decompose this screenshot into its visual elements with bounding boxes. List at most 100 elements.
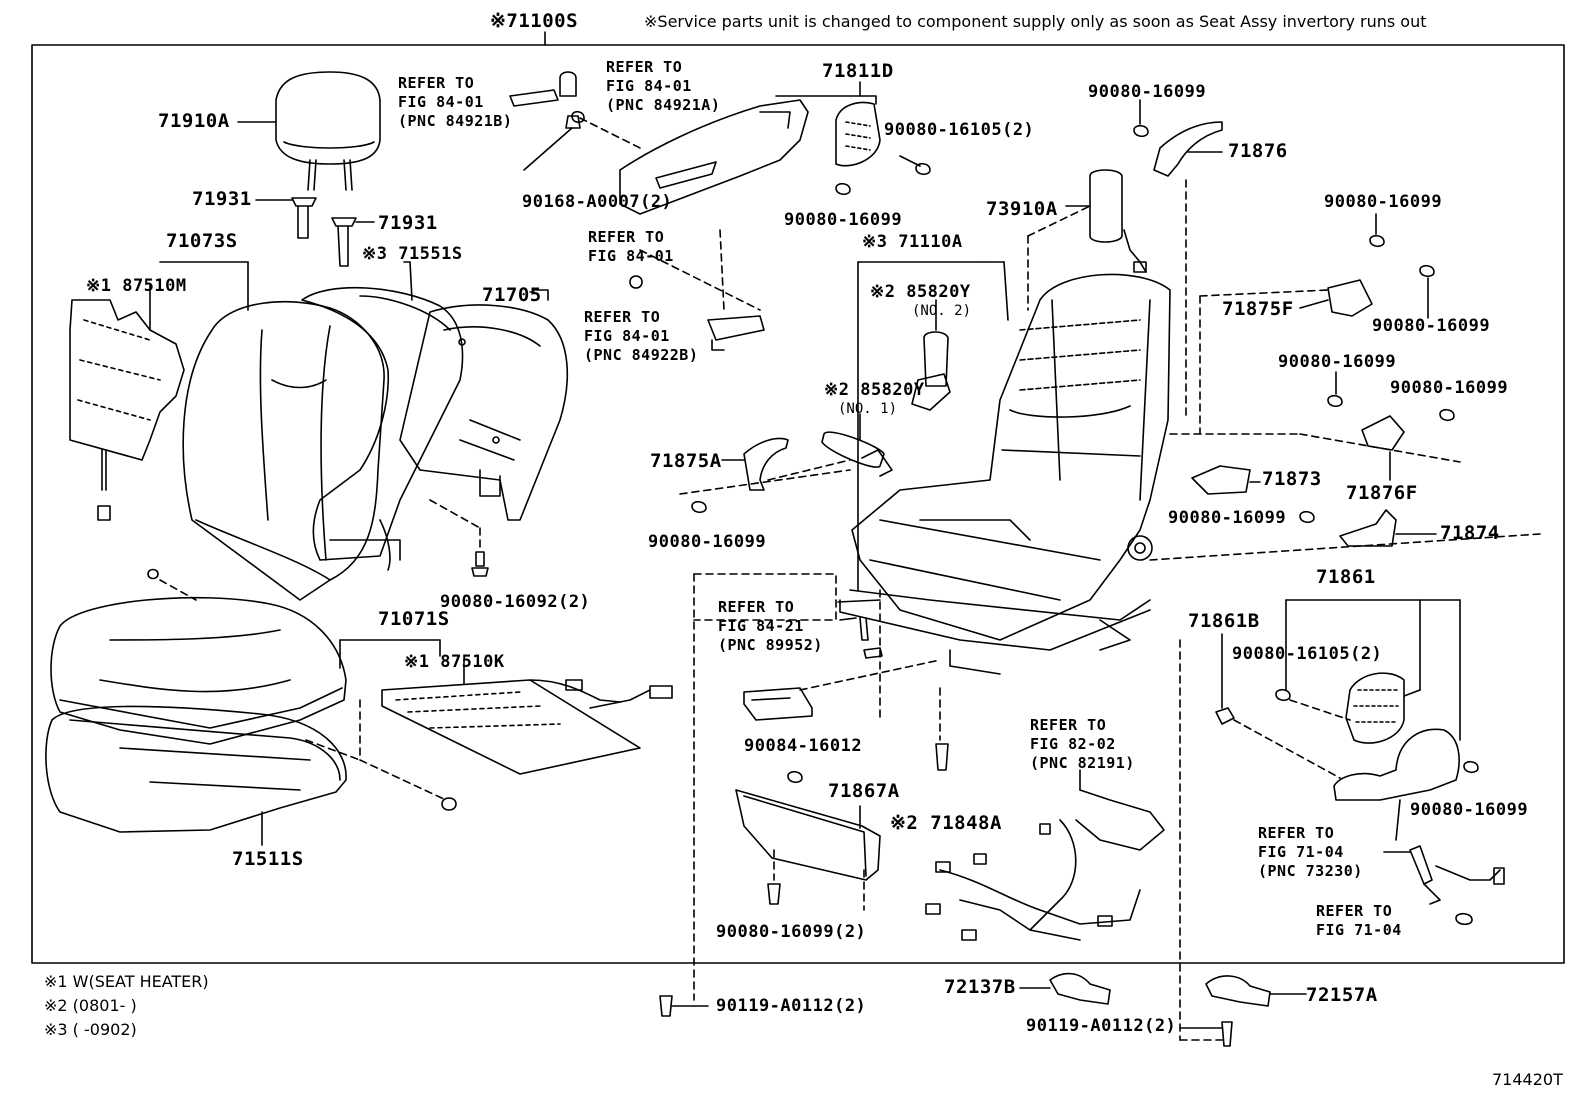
part-71073S[interactable]: 71073S: [166, 230, 238, 252]
back-board-drawing: [399, 289, 569, 521]
wire-harness-drawing: [925, 769, 1165, 941]
refer-fig-71-04[interactable]: REFER TO FIG 71-04: [1316, 902, 1402, 939]
part-90080-16099-j[interactable]: 90080-16099(2): [716, 922, 867, 942]
part-90080-16099-a[interactable]: 90080-16099: [784, 210, 903, 230]
bracket-71875A-drawing: [721, 437, 789, 491]
part-71873[interactable]: 71873: [1262, 468, 1322, 490]
footnote-2: ※2 (0801- ): [44, 996, 137, 1015]
part-71910A[interactable]: 71910A: [158, 110, 230, 132]
figure-code: 714420T: [1492, 1070, 1563, 1089]
side-airbag-drawing: [1065, 169, 1147, 273]
part-90119-A0112-a[interactable]: 90119-A0112(2): [716, 996, 867, 1016]
part-90080-16099-f[interactable]: 90080-16099: [1390, 378, 1509, 398]
bracket-71874-drawing: [1299, 509, 1437, 547]
motor-no1-label: (NO. 1): [838, 401, 898, 417]
part-72157A[interactable]: 72157A: [1306, 984, 1378, 1006]
clip-icon: [147, 568, 159, 580]
refer-fig-82-02-82191[interactable]: REFER TO FIG 82-02 (PNC 82191): [1030, 716, 1135, 772]
part-87510M[interactable]: ※1 87510M: [86, 276, 187, 296]
motor-no1-drawing: [821, 413, 893, 477]
screw-90080-16092: [471, 551, 489, 577]
bolt-icon: [1221, 1021, 1233, 1047]
part-87510K[interactable]: ※1 87510K: [404, 652, 505, 672]
seat-heater-back-drawing: [69, 284, 185, 521]
part-71874[interactable]: 71874: [1440, 522, 1500, 544]
part-90080-16099-b[interactable]: 90080-16099: [1088, 82, 1207, 102]
part-71811D[interactable]: 71811D: [822, 60, 894, 82]
bolt-icon: [935, 743, 949, 771]
part-90080-16099-g[interactable]: 90080-16099: [648, 532, 767, 552]
bracket-72137B-drawing: [1019, 972, 1111, 1005]
part-90168-A0007[interactable]: 90168-A0007(2): [522, 192, 673, 212]
part-85820Y-no2[interactable]: ※2 85820Y: [870, 282, 971, 302]
part-71110A[interactable]: ※3 71110A: [862, 232, 963, 252]
seatbelt-buckle-drawing: [1383, 799, 1505, 905]
part-71861B[interactable]: 71861B: [1188, 610, 1260, 632]
part-90080-16092[interactable]: 90080-16092(2): [440, 592, 591, 612]
part-90119-A0112-b[interactable]: 90119-A0112(2): [1026, 1016, 1177, 1036]
part-90080-16099-i[interactable]: 90080-16099: [1410, 800, 1529, 820]
clip-icon: [441, 797, 457, 811]
part-71876[interactable]: 71876: [1228, 140, 1288, 162]
screw-icon: [835, 182, 851, 196]
part-85820Y-no1[interactable]: ※2 85820Y: [824, 380, 925, 400]
part-71875F[interactable]: 71875F: [1222, 298, 1294, 320]
part-71875A[interactable]: 71875A: [650, 450, 722, 472]
part-90080-16099-e[interactable]: 90080-16099: [1278, 352, 1397, 372]
screw-icon: [915, 162, 931, 176]
bracket-72157A-drawing: [1205, 975, 1307, 1007]
ecu-drawing: [743, 687, 813, 721]
refer-fig-84-01[interactable]: REFER TO FIG 84-01: [588, 228, 674, 265]
footnote-1: ※1 W(SEAT HEATER): [44, 972, 209, 991]
part-71071S[interactable]: 71071S: [378, 608, 450, 630]
hinge-cover-drawing: [1133, 99, 1223, 177]
screw-icon: [571, 110, 585, 124]
assembly-part-number: ※71100S: [490, 10, 579, 32]
assembly-frame: [31, 44, 1565, 964]
part-90080-16099-c[interactable]: 90080-16099: [1324, 192, 1443, 212]
refer-fig-84-01-84921B[interactable]: REFER TO FIG 84-01 (PNC 84921B): [398, 74, 513, 130]
clip-icon: [629, 275, 643, 289]
lower-cover-drawing: [735, 770, 881, 881]
screw-icon: [691, 500, 707, 514]
screw-icon: [1275, 688, 1291, 702]
part-71876F[interactable]: 71876F: [1346, 482, 1418, 504]
bracket-71876F-drawing: [1327, 371, 1455, 481]
seat-cushion-pad-drawing: [45, 705, 347, 846]
part-72137B[interactable]: 72137B: [944, 976, 1016, 998]
part-71931-b[interactable]: 71931: [378, 212, 438, 234]
headrest-support-drawing: [255, 197, 375, 267]
refer-fig-84-01-84922B[interactable]: REFER TO FIG 84-01 (PNC 84922B): [584, 308, 699, 364]
seat-heater-cushion-drawing: [381, 659, 673, 775]
refer-fig-84-21-89952[interactable]: REFER TO FIG 84-21 (PNC 89952): [718, 598, 823, 654]
part-90080-16105-b[interactable]: 90080-16105(2): [1232, 644, 1383, 664]
seat-frame-drawing: [839, 261, 1171, 675]
part-71861[interactable]: 71861: [1316, 566, 1376, 588]
part-71511S[interactable]: 71511S: [232, 848, 304, 870]
screw-icon: [1455, 912, 1473, 926]
refer-fig-71-04-73230[interactable]: REFER TO FIG 71-04 (PNC 73230): [1258, 824, 1363, 880]
side-shield-drawing: [619, 81, 881, 215]
part-90080-16105-a[interactable]: 90080-16105(2): [884, 120, 1035, 140]
motor-no2-drawing: [911, 299, 951, 411]
part-71931-a[interactable]: 71931: [192, 188, 252, 210]
footnote-3: ※3 ( -0902): [44, 1020, 137, 1039]
part-71848A[interactable]: ※2 71848A: [890, 812, 1002, 834]
side-cover-71861-drawing: [1285, 599, 1461, 801]
part-71705[interactable]: 71705: [482, 284, 542, 306]
service-note: ※Service parts unit is changed to compon…: [644, 12, 1427, 31]
part-90084-16012[interactable]: 90084-16012: [744, 736, 863, 756]
headrest-drawing: [237, 71, 381, 191]
bracket-71875F-drawing: [1299, 213, 1435, 319]
seat-cushion-cover-drawing: [50, 596, 441, 745]
motor-no2-label: (NO. 2): [912, 303, 972, 319]
refer-fig-84-01-84921A[interactable]: REFER TO FIG 84-01 (PNC 84921A): [606, 58, 721, 114]
part-90080-16099-d[interactable]: 90080-16099: [1372, 316, 1491, 336]
part-90080-16099-h[interactable]: 90080-16099: [1168, 508, 1287, 528]
part-71551S[interactable]: ※3 71551S: [362, 244, 463, 264]
part-71867A[interactable]: 71867A: [828, 780, 900, 802]
screw-icon: [1463, 760, 1479, 774]
part-73910A[interactable]: 73910A: [986, 198, 1058, 220]
